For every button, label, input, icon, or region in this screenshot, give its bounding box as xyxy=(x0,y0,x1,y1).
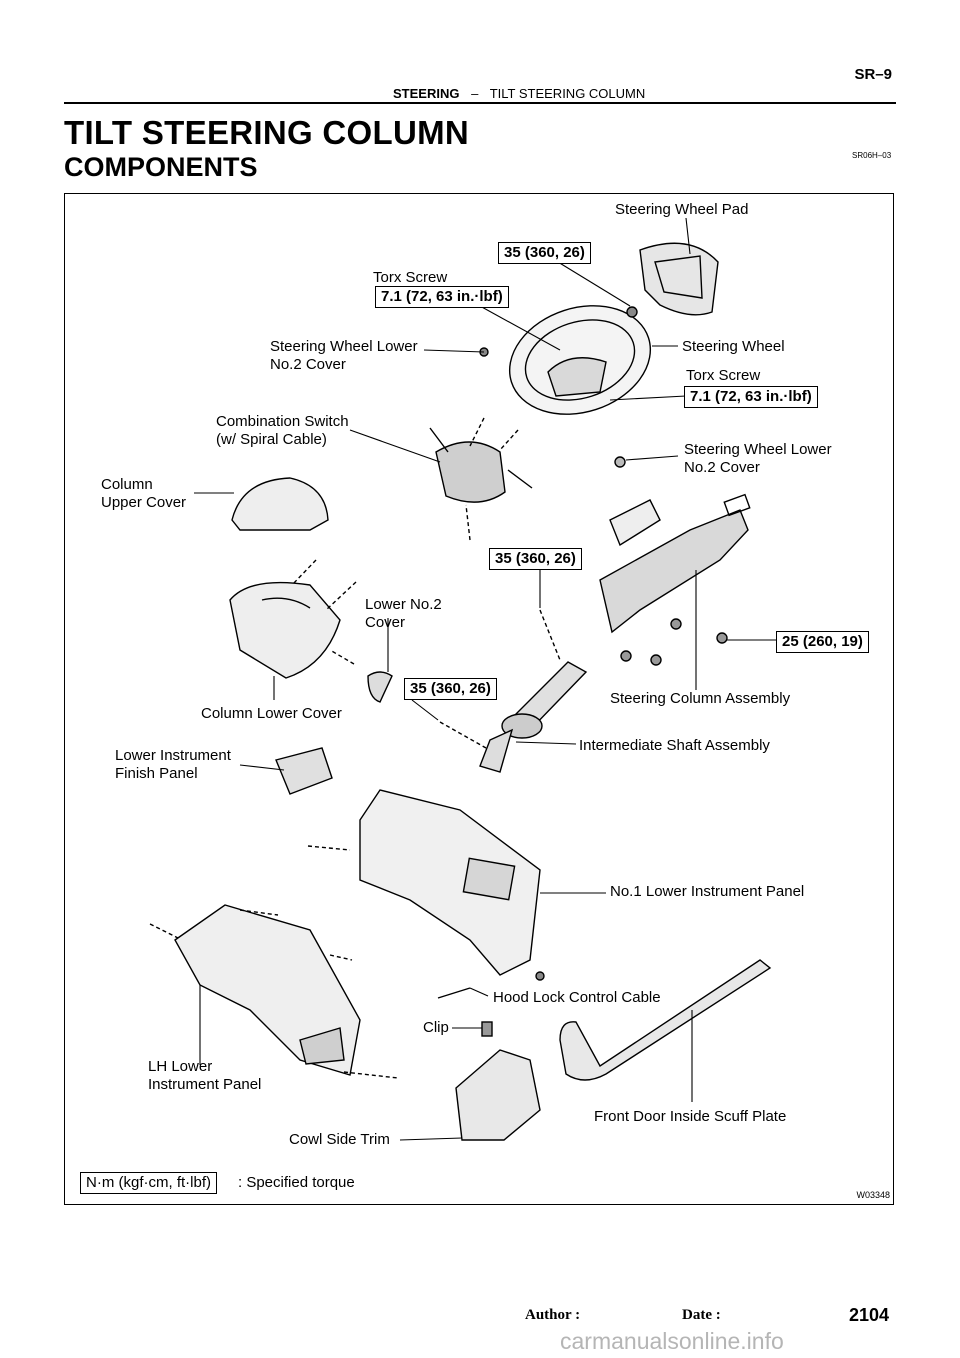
header-rule xyxy=(64,102,896,104)
label-lower-no2-cover-line1: Lower No.2 xyxy=(365,596,442,613)
label-cowl-side-trim: Cowl Side Trim xyxy=(289,1131,390,1148)
label-column-upper-cover: Column Upper Cover xyxy=(101,476,186,512)
legend-unit-box: N·m (kgf·cm, ft·lbf) xyxy=(80,1172,217,1194)
lh-lower-instrument-panel-drawing xyxy=(174,904,361,1076)
label-clip: Clip xyxy=(423,1019,449,1036)
footer-date: Date : xyxy=(682,1307,721,1323)
legend-meaning: : Specified torque xyxy=(238,1174,355,1191)
page-number: SR–9 xyxy=(854,66,892,83)
label-swl-cover-left-line1: Steering Wheel Lower xyxy=(270,338,418,355)
page-title: TILT STEERING COLUMN xyxy=(64,114,470,151)
label-lower-instrument-finish-panel-line1: Lower Instrument xyxy=(115,747,231,764)
label-lh-lower-instrument-panel-line1: LH Lower xyxy=(148,1058,213,1075)
torque-box-torx-left: 7.1 (72, 63 in.·lbf) xyxy=(375,286,509,308)
torque-box-column-top: 35 (360, 26) xyxy=(489,548,582,570)
label-intermediate-shaft: Intermediate Shaft Assembly xyxy=(579,737,770,754)
label-swl-cover-right-line2: No.2 Cover xyxy=(684,459,760,476)
torque-box-shaft: 35 (360, 26) xyxy=(404,678,497,700)
label-swl-cover-right-line1: Steering Wheel Lower xyxy=(684,441,832,458)
label-lower-instrument-finish-panel-line2: Finish Panel xyxy=(115,765,198,782)
column-lower-cover-drawing xyxy=(229,581,341,679)
label-combination-switch-line2: (w/ Spiral Cable) xyxy=(216,431,327,448)
label-lower-no2-cover: Lower No.2 Cover xyxy=(365,596,442,632)
header-section: STEERING xyxy=(393,86,460,101)
doc-code: SR06H–03 xyxy=(852,151,892,160)
cowl-side-trim-drawing xyxy=(455,1049,541,1141)
clip-drawing xyxy=(481,1021,493,1037)
label-column-upper-cover-line1: Column xyxy=(101,476,153,493)
label-combination-switch: Combination Switch (w/ Spiral Cable) xyxy=(216,413,349,449)
header-separator: – xyxy=(471,86,479,101)
label-steering-wheel-pad: Steering Wheel Pad xyxy=(615,201,749,218)
diagram-frame xyxy=(64,193,894,1205)
torque-box-column-side: 25 (260, 19) xyxy=(776,631,869,653)
label-swl-cover-right: Steering Wheel Lower No.2 Cover xyxy=(684,441,832,477)
torque-box-torx-right: 7.1 (72, 63 in.·lbf) xyxy=(684,386,818,408)
footer-page-number: 2104 xyxy=(849,1305,890,1325)
label-lh-lower-instrument-panel-line2: Instrument Panel xyxy=(148,1076,262,1093)
label-combination-switch-line1: Combination Switch xyxy=(216,413,349,430)
label-lower-instrument-finish-panel: Lower Instrument Finish Panel xyxy=(115,747,231,783)
label-no1-lower-instrument-panel: No.1 Lower Instrument Panel xyxy=(610,883,805,900)
label-front-door-scuff-plate: Front Door Inside Scuff Plate xyxy=(594,1108,787,1125)
combination-switch-drawing xyxy=(435,441,506,503)
section-title: COMPONENTS xyxy=(64,152,258,182)
footer-author: Author : xyxy=(525,1307,581,1323)
no1-lower-instrument-panel-drawing xyxy=(359,789,541,976)
watermark: carmanualsonline.info xyxy=(560,1328,784,1354)
hood-lock-cable-drawing xyxy=(437,987,471,999)
label-swl-cover-left: Steering Wheel Lower No.2 Cover xyxy=(270,338,418,374)
label-lower-no2-cover-line2: Cover xyxy=(365,614,406,631)
lower-instrument-finish-panel-drawing xyxy=(275,747,333,795)
torque-box-pad: 35 (360, 26) xyxy=(498,242,591,264)
label-column-lower-cover: Column Lower Cover xyxy=(201,705,342,722)
label-swl-cover-left-line2: No.2 Cover xyxy=(270,356,346,373)
label-torx-screw-right: Torx Screw xyxy=(686,367,761,384)
label-steering-wheel: Steering Wheel xyxy=(682,338,785,355)
steering-column-assembly-drawing xyxy=(599,509,749,634)
column-upper-cover-drawing xyxy=(231,477,329,531)
label-hood-lock-cable: Hood Lock Control Cable xyxy=(493,989,661,1006)
label-lh-lower-instrument-panel: LH Lower Instrument Panel xyxy=(148,1058,261,1094)
label-column-upper-cover-line2: Upper Cover xyxy=(101,494,187,511)
label-steering-column-assembly: Steering Column Assembly xyxy=(610,690,791,707)
steering-wheel-pad-drawing xyxy=(639,242,719,316)
label-torx-screw-left: Torx Screw xyxy=(373,269,448,286)
running-header: STEERING – TILT STEERING COLUMN xyxy=(393,86,645,101)
header-subsection: TILT STEERING COLUMN xyxy=(489,86,646,101)
lower-no2-cover-drawing xyxy=(367,671,393,703)
figure-id: W03348 xyxy=(856,1190,890,1200)
front-door-scuff-plate-drawing xyxy=(559,959,772,1081)
